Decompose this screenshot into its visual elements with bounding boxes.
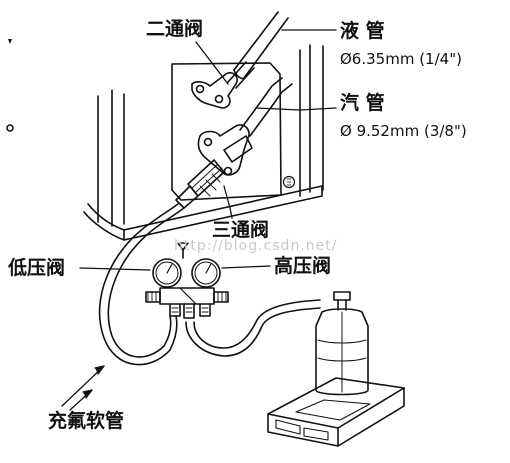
outdoor-unit xyxy=(83,44,324,241)
manifold-gauge-set xyxy=(145,242,229,319)
charging-hose-arrows xyxy=(61,365,105,411)
label-gas-pipe-spec: Ø 9.52mm (3/8") xyxy=(340,122,467,140)
leader-three-way-valve xyxy=(223,185,233,219)
label-low-pressure-valve: 低压阀 xyxy=(8,257,66,279)
label-two-way-valve: 二通阀 xyxy=(146,18,204,40)
label-gas-pipe: 汽 管 xyxy=(340,92,385,114)
three-way-valve xyxy=(197,124,253,176)
label-high-pressure-valve: 高压阀 xyxy=(274,255,332,277)
leader-lines xyxy=(79,29,337,271)
liquid-pipe xyxy=(233,11,289,80)
gas-pipe xyxy=(239,77,293,137)
leader-high-pressure xyxy=(221,265,271,269)
label-three-way-valve: 三通阀 xyxy=(212,219,270,241)
ground-mark-icon xyxy=(282,175,296,189)
low-pressure-gauge xyxy=(152,258,182,288)
watermark: http://blog.csdn.net/ xyxy=(174,238,338,254)
high-pressure-gauge xyxy=(191,258,221,288)
label-charging-hose: 充氟软管 xyxy=(48,410,125,432)
label-liquid-pipe: 液 管 xyxy=(340,20,385,42)
service-port-fitting xyxy=(151,159,225,227)
electronic-scale xyxy=(267,377,405,447)
two-way-valve xyxy=(191,61,255,109)
margin-mark-top xyxy=(8,39,12,44)
charging-hose-drawing xyxy=(98,221,321,366)
leader-two-way-valve xyxy=(195,41,229,85)
margin-mark-circle xyxy=(6,124,14,132)
label-liquid-pipe-spec: Ø6.35mm (1/4") xyxy=(340,50,462,68)
leader-low-pressure xyxy=(79,267,151,271)
leader-gas-pipe xyxy=(255,107,337,111)
unit-base xyxy=(83,185,323,241)
